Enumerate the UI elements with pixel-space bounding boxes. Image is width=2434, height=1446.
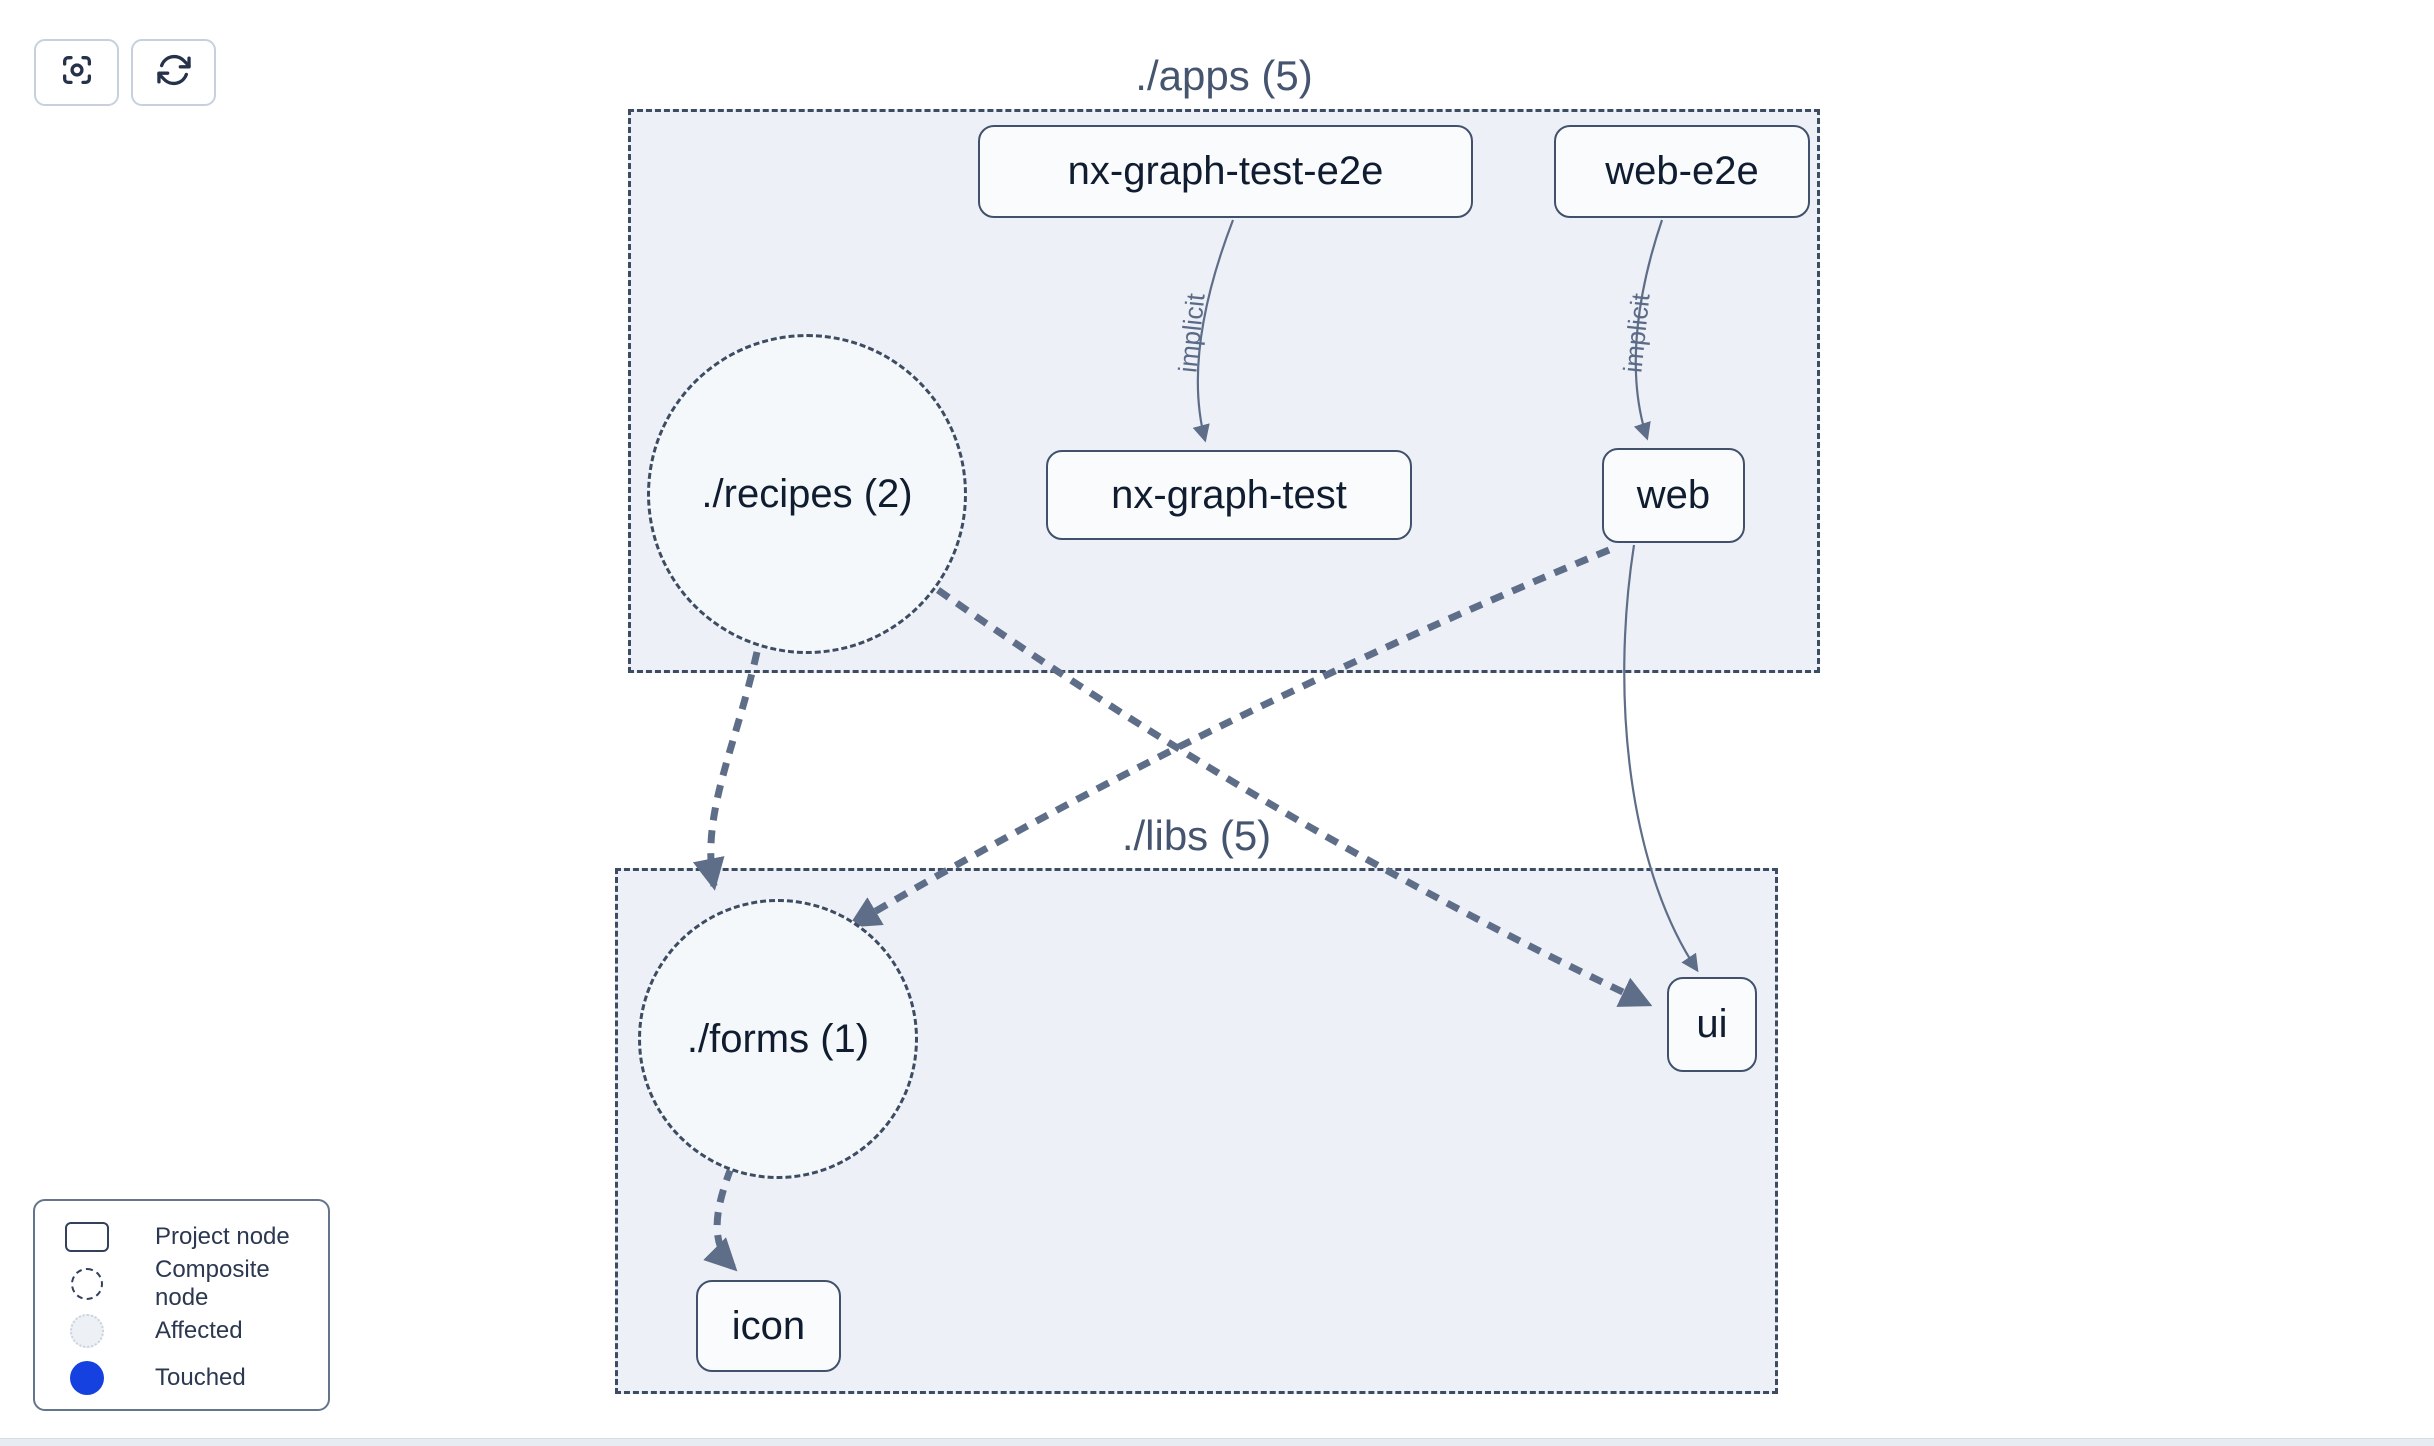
composite-node-recipes[interactable]: ./recipes (2) bbox=[647, 334, 967, 654]
node-label: icon bbox=[731, 1303, 806, 1348]
node-label: web bbox=[1636, 473, 1711, 517]
node-icon[interactable]: icon bbox=[696, 1280, 841, 1372]
project-node-swatch-icon bbox=[59, 1221, 115, 1252]
node-web[interactable]: web bbox=[1602, 448, 1745, 543]
node-label: ./forms (1) bbox=[686, 1016, 870, 1061]
legend-item-composite-node: Composite node bbox=[59, 1256, 328, 1311]
affected-swatch-icon bbox=[59, 1313, 115, 1348]
refresh-icon bbox=[155, 51, 193, 94]
refresh-button[interactable] bbox=[131, 39, 216, 106]
composite-node-forms[interactable]: ./forms (1) bbox=[638, 899, 918, 1179]
center-graph-button[interactable] bbox=[34, 39, 119, 106]
legend-label: Touched bbox=[155, 1363, 246, 1391]
legend-label: Project node bbox=[155, 1222, 290, 1250]
node-label: ./recipes (2) bbox=[701, 471, 913, 516]
legend-label: Composite node bbox=[155, 1255, 270, 1311]
focus-icon bbox=[58, 51, 96, 94]
node-label: web-e2e bbox=[1605, 149, 1759, 193]
legend-label: Affected bbox=[155, 1316, 243, 1344]
legend-item-affected: Affected bbox=[59, 1307, 328, 1354]
legend: Project node Composite node Affected Tou… bbox=[33, 1199, 330, 1411]
node-label: nx-graph-test bbox=[1111, 472, 1347, 517]
node-label: nx-graph-test-e2e bbox=[1067, 149, 1384, 193]
group-title-apps: ./apps (5) bbox=[1135, 52, 1313, 99]
legend-item-project-node: Project node bbox=[59, 1213, 328, 1260]
node-nx-graph-test-e2e[interactable]: nx-graph-test-e2e bbox=[978, 125, 1473, 218]
legend-item-touched: Touched bbox=[59, 1354, 328, 1401]
composite-node-swatch-icon bbox=[59, 1267, 115, 1300]
node-label: ui bbox=[1696, 1002, 1728, 1046]
node-ui[interactable]: ui bbox=[1667, 977, 1757, 1072]
node-nx-graph-test[interactable]: nx-graph-test bbox=[1046, 450, 1412, 540]
touched-swatch-icon bbox=[59, 1360, 115, 1395]
node-web-e2e[interactable]: web-e2e bbox=[1554, 125, 1810, 218]
group-title-libs: ./libs (5) bbox=[1121, 812, 1272, 859]
bottom-panel-edge bbox=[0, 1438, 2434, 1446]
